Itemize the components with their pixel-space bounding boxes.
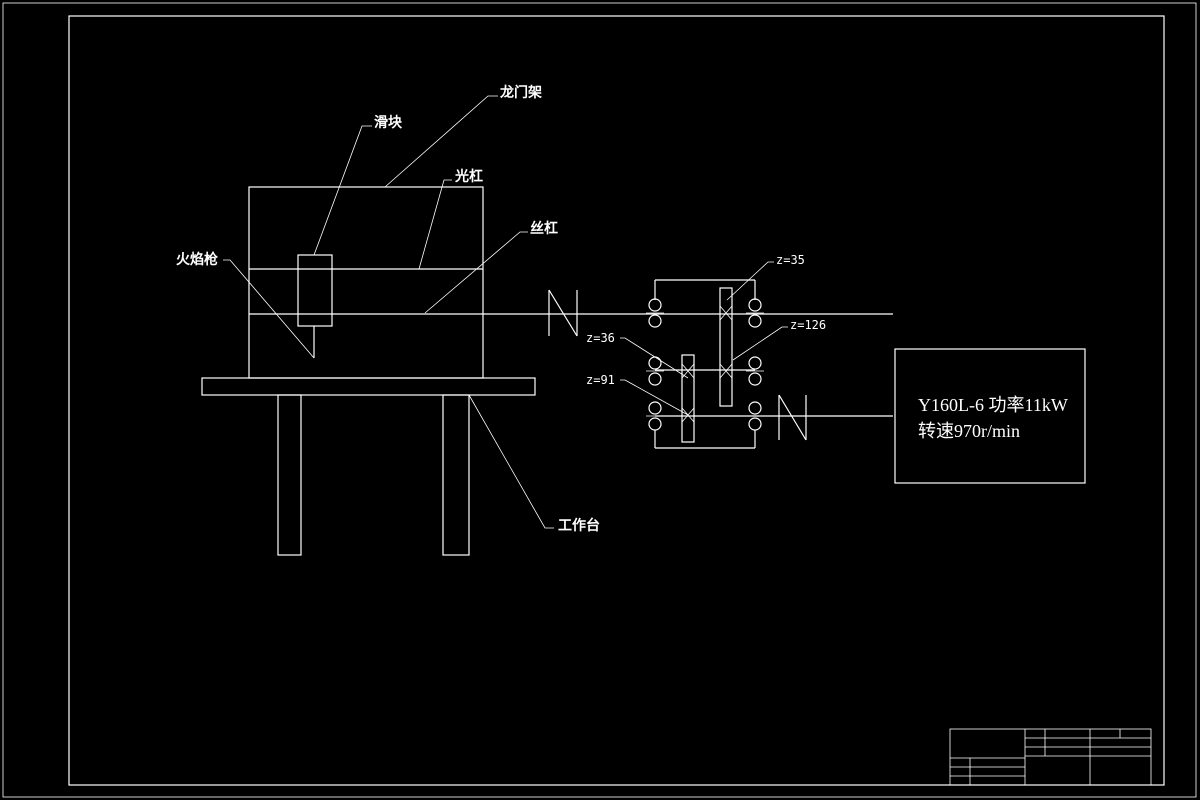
leader-gantry (384, 95, 498, 188)
motor-spec-line1: Y160L-6 功率11kW (918, 395, 1068, 415)
motor-box (894, 348, 1086, 484)
leader-worktable (468, 394, 554, 529)
worktable-leg-right (442, 394, 470, 556)
leader-torch (223, 259, 315, 359)
coupling-right (778, 394, 807, 441)
coupling-left (548, 289, 578, 337)
slider-block (297, 254, 333, 327)
leader-smooth-rod (418, 179, 452, 270)
gear-label-z36: z=36 (586, 331, 615, 345)
label-torch: 火焰枪 (176, 251, 218, 268)
inner-frame (68, 15, 1165, 786)
gear-label-z126: z=126 (790, 318, 826, 332)
title-block (949, 728, 1152, 786)
gear-label-z91: z=91 (586, 373, 615, 387)
leader-g3 (620, 337, 689, 379)
worktable-leg-left (277, 394, 302, 556)
label-gantry: 龙门架 (499, 84, 542, 101)
label-smooth-rod: 光杠 (454, 168, 483, 185)
leader-g2 (732, 326, 788, 361)
gear-z91 (681, 354, 695, 443)
leader-lead-screw (424, 231, 528, 314)
leader-g4 (620, 379, 689, 416)
leader-g1 (726, 261, 774, 301)
label-worktable: 工作台 (558, 517, 600, 534)
gearbox (646, 279, 893, 449)
gear-z126 (719, 287, 733, 407)
label-lead-screw: 丝杠 (530, 220, 558, 237)
gantry-frame (248, 186, 484, 379)
bearings (646, 298, 764, 431)
motor-spec-line2: 转速970r/min (918, 421, 1020, 441)
gear-label-z35: z=35 (776, 253, 805, 267)
leader-slider (313, 125, 372, 256)
worktable-top (201, 377, 536, 396)
label-slider: 滑块 (374, 114, 403, 131)
